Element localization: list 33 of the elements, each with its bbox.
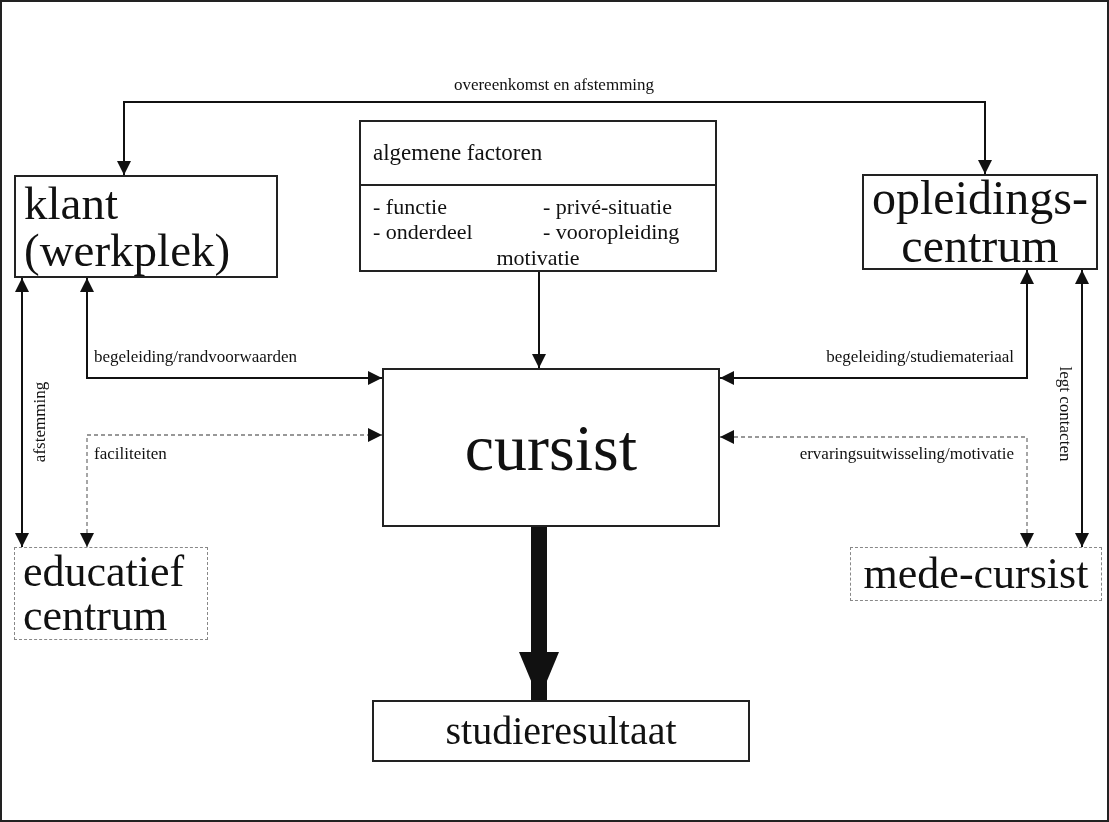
connector-arrow xyxy=(719,269,1034,385)
edge-label: afstemming xyxy=(30,379,50,465)
client-box xyxy=(14,175,278,278)
node-label: cursist xyxy=(464,414,638,481)
connector-arrow xyxy=(80,428,383,548)
factors-box xyxy=(359,120,717,272)
node-label: mede-cursist xyxy=(863,552,1089,596)
student-box xyxy=(382,368,720,527)
factor-item: - functie xyxy=(373,194,448,220)
edge-label: legt contacten xyxy=(1055,364,1075,464)
fellow-student-box xyxy=(850,547,1102,601)
factors-heading: algemene factoren xyxy=(373,140,543,166)
connector-arrow xyxy=(532,271,546,369)
edge-label: begeleiding/studiemateriaal xyxy=(824,348,1016,367)
connector-arrow xyxy=(80,277,383,385)
thick-arrow xyxy=(519,527,559,700)
factor-item: - vooropleiding xyxy=(543,219,681,245)
connector-arrow xyxy=(117,101,992,176)
node-label: studieresultaat xyxy=(445,711,677,751)
factor-item: - privé-situatie xyxy=(543,194,673,220)
node-label: educatief centrum xyxy=(23,549,186,638)
education-center-box xyxy=(14,547,208,640)
node-label: klant (werkplek) xyxy=(24,179,232,274)
connector-arrow xyxy=(719,430,1034,548)
factor-item: - onderdeel xyxy=(373,219,474,245)
result-box xyxy=(372,700,750,762)
connector-arrow xyxy=(15,277,29,548)
node-label: opleidings-centrum xyxy=(871,174,1089,270)
connector-arrow xyxy=(1075,269,1089,548)
edge-label: begeleiding/randvoorwaarden xyxy=(92,348,299,367)
edge-label: ervaringsuitwisseling/motivatie xyxy=(797,445,1016,464)
factor-item: motivatie xyxy=(496,244,580,270)
edge-label: overeenkomst en afstemming xyxy=(451,76,657,95)
